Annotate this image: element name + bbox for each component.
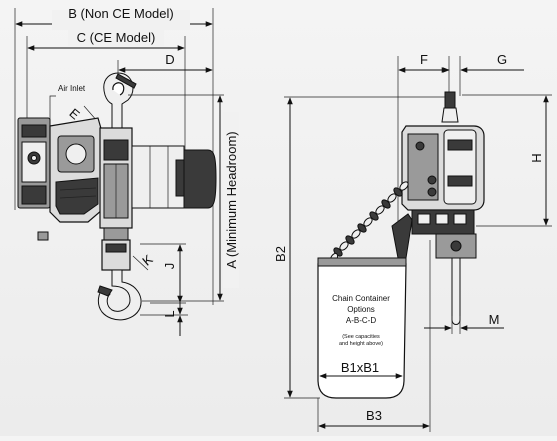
motor-band (175, 159, 185, 197)
dimension-b1xb1: B1xB1 (319, 360, 403, 379)
label-d: D (165, 52, 174, 67)
mounting-foot (37, 231, 49, 241)
dimension-b2: B2 (273, 96, 446, 399)
label-j: J (162, 263, 177, 270)
label-k: K (139, 251, 156, 268)
chain-container-bracket (391, 213, 413, 259)
label-l: L (162, 310, 177, 317)
container-line-3: A-B-C-D (346, 316, 376, 325)
front-block-slot-1 (417, 213, 431, 225)
inlet-bore (31, 155, 37, 161)
control-block-top (21, 124, 47, 138)
gear-housing-lower (55, 177, 99, 215)
dimension-l: L (140, 290, 188, 336)
dimension-h: H (462, 94, 552, 227)
front-block-slot-3 (453, 213, 467, 225)
dimension-g: G (438, 52, 524, 96)
chain-block-top (103, 139, 129, 161)
top-hook-throat (112, 82, 125, 96)
dimension-c: C (CE Model) (26, 30, 186, 155)
bottom-block-band (105, 243, 127, 253)
front-hook-shank (441, 107, 459, 123)
chain-container-bag (317, 263, 407, 399)
label-h: H (529, 153, 544, 162)
motor-end-cap (183, 149, 217, 209)
front-bolt-2 (427, 175, 437, 185)
label-b2: B2 (273, 246, 288, 262)
label-e: E (66, 105, 83, 122)
container-note-1: (See capacities (342, 334, 380, 340)
dimension-b: B (Non CE Model) (14, 6, 214, 305)
bottom-hook-latch (97, 285, 113, 297)
label-f: F (420, 52, 428, 67)
control-block-base (21, 185, 47, 205)
front-bolt-1 (415, 141, 425, 151)
front-motor-band-1 (447, 139, 473, 151)
container-line-1: Chain Container (332, 294, 390, 303)
container-line-2: Options (347, 305, 375, 314)
label-b1xb1: B1xB1 (341, 360, 379, 375)
gear-cover-boss (65, 143, 87, 165)
top-hook (103, 72, 134, 129)
label-m: M (489, 312, 500, 327)
dimension-k: K (132, 251, 156, 271)
label-b3: B3 (366, 408, 382, 423)
label-a-headroom: A (Minimum Headroom) (224, 131, 239, 268)
front-top-hook (444, 91, 456, 109)
label-air-inlet: Air Inlet (58, 84, 86, 93)
top-hook-latch (115, 73, 137, 89)
slack-chain (327, 181, 409, 270)
front-motor-band-2 (447, 175, 473, 187)
front-bottom-sheave (450, 240, 462, 252)
front-bottom-hook (451, 257, 461, 325)
container-note-2: and height above) (339, 341, 383, 347)
dimension-m: M (424, 312, 504, 334)
label-b-non-ce: B (Non CE Model) (68, 6, 173, 21)
front-block-slot-2 (435, 213, 449, 225)
hoist-side-view (17, 72, 217, 321)
front-bolt-3 (427, 187, 437, 197)
dimension-a: A (Minimum Headroom) (128, 94, 239, 302)
label-c-ce: C (CE Model) (77, 30, 156, 45)
hoist-front-view (401, 91, 485, 325)
chain-guide (103, 227, 129, 241)
label-g: G (497, 52, 507, 67)
chain-container-rim (317, 257, 407, 267)
dimension-b3: B3 (317, 240, 431, 432)
